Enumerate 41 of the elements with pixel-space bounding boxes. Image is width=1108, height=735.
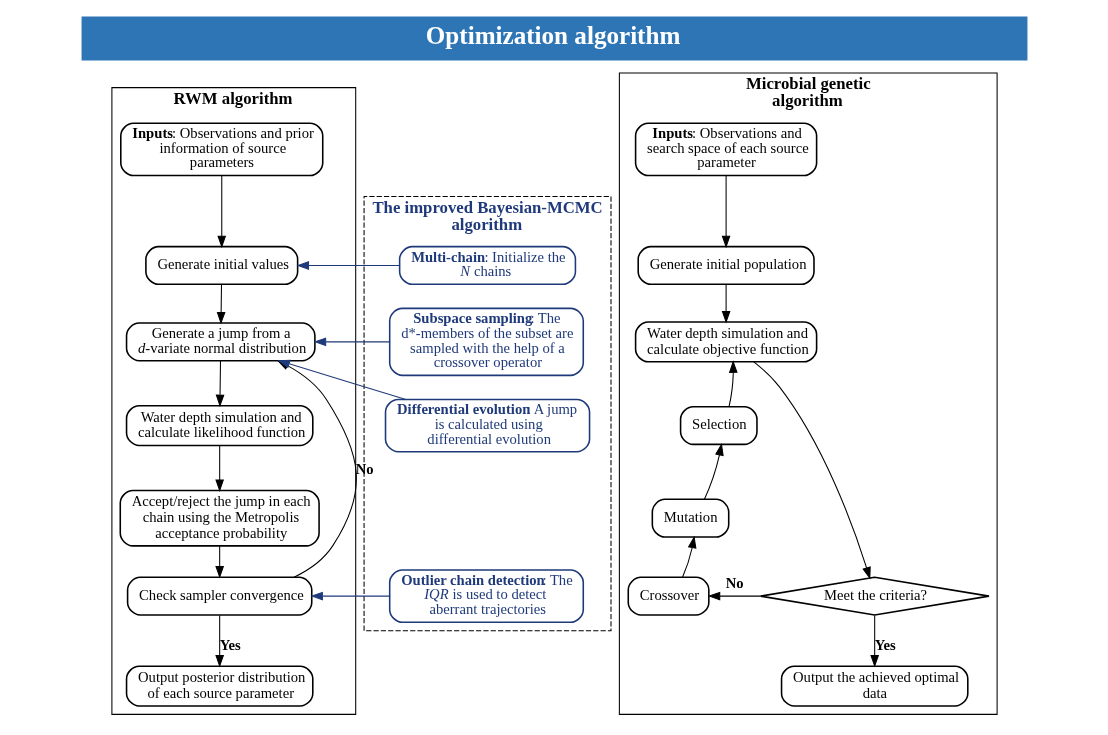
arrow	[214, 545, 224, 579]
node-box: Selection	[679, 405, 758, 446]
node-box: Water depth simulation and calculate likelihood function	[125, 404, 314, 447]
arrow	[214, 614, 224, 668]
arrow	[309, 591, 390, 601]
node-box: Subspace sampling: The d*-members of the subset are sampled with the help of a crossover operator	[388, 307, 584, 377]
node-box: Water depth simulation and calculate objective function	[634, 321, 817, 363]
node-box: Mutation	[651, 498, 729, 538]
arrow	[681, 535, 696, 578]
node-box: Crossover	[627, 576, 710, 616]
arrow	[215, 360, 224, 408]
arrow	[707, 591, 761, 601]
edge-label: No	[725, 574, 744, 591]
node-box: Inputs: Observations and search space of each source parameter	[634, 122, 817, 177]
node-box: Generate initial values	[144, 245, 298, 286]
arrow	[216, 175, 226, 249]
node-box: Inputs: Observations and prior information of source parameters	[119, 122, 324, 177]
arrow	[295, 261, 400, 270]
arrow	[214, 445, 224, 492]
node-box: Accept/reject the jump in each chain using the Metropolis acceptance probability	[119, 489, 320, 547]
node-box: Outlier chain detection: The IQR is used to detect aberrant trajectories	[388, 569, 584, 624]
edge-label: Yes	[874, 636, 896, 653]
diagram-title: Optimization algorithm	[425, 21, 680, 49]
arrow	[752, 361, 871, 580]
node-box: Check sampler convergence	[126, 576, 313, 616]
edge-label: No	[355, 460, 374, 477]
arrow	[216, 284, 226, 325]
arrow	[703, 442, 724, 500]
arrow	[728, 360, 738, 408]
node-box: Output posterior distribution of each source parameter	[125, 665, 314, 707]
node-box: Output the achieved optimal data	[780, 665, 969, 707]
arrow	[721, 284, 730, 324]
node-box: Generate a jump from a d-variate normal distribution	[125, 322, 316, 362]
node-box: Generate initial population	[636, 245, 815, 286]
node-diamond: Meet the criteria?	[759, 576, 990, 616]
arrow	[313, 337, 390, 347]
arrow	[721, 175, 730, 249]
edge-label: Yes	[219, 636, 241, 653]
node-box: Differential evolution: A jump is calculated using differential evolution	[384, 398, 590, 453]
node-box: Multi-chain: Initialize the N chains	[398, 245, 576, 286]
arrow	[869, 614, 879, 668]
